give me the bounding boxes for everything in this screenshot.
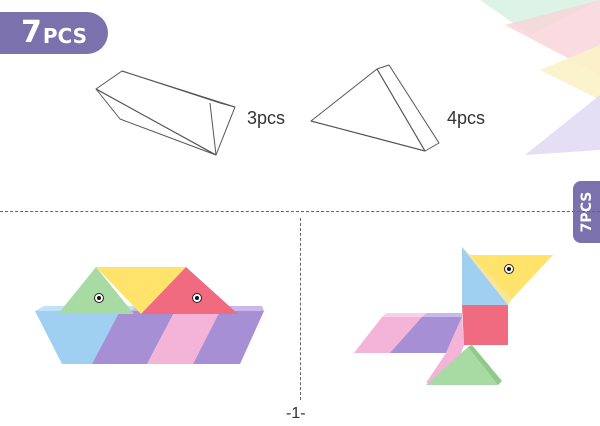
bird-yellow-beak-triangle [470,255,553,299]
triangle-quantity: 4pcs [447,108,486,128]
bird-green-base-triangle [426,347,498,385]
boat-purple-right-parallelogram [193,311,264,364]
boat-purple-parallelogram [92,311,175,364]
boat-arrangement [35,267,264,364]
badge-unit: PCS [42,23,87,48]
parallelogram-quantity: 3pcs [247,108,286,128]
boat-yellow-triangle [96,267,186,314]
boat-pink-parallelogram [147,311,220,364]
horizontal-dashed-divider [0,211,600,212]
vertical-dashed-divider [300,218,301,400]
badge-number: 7 [21,15,42,50]
parallelogram-block-outline [95,70,236,156]
bird-arrangement [354,247,553,385]
decorative-corner-triangles [480,0,600,155]
side-tab-label: 7PCS [578,191,595,233]
boat-green-triangle [58,267,134,314]
triangle-block-outline [310,64,440,152]
deco-triangle-yellow [540,45,600,100]
bird-red-neck-parallelogram [462,305,508,345]
bird-purple-wing [390,317,462,353]
page-number: -1- [286,405,306,422]
piece-count-badge: 7 PCS [0,12,108,54]
side-count-tab: 7PCS [573,181,600,243]
boat-red-triangle [141,267,238,314]
deco-triangle-lavender [525,95,600,155]
